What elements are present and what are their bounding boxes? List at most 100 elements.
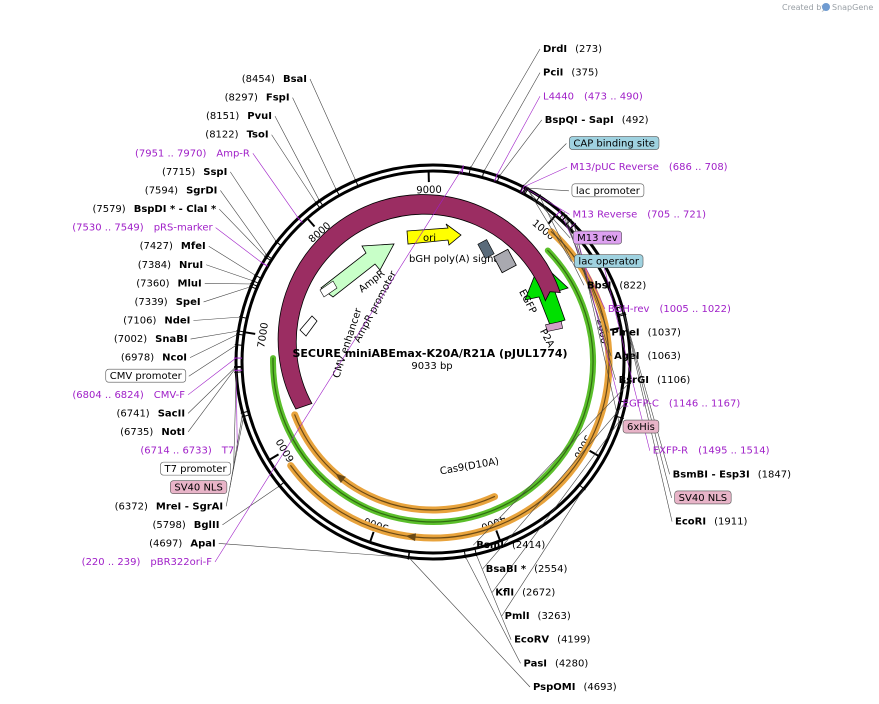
site-position: (7427) [140, 241, 173, 252]
site-tick [274, 240, 282, 247]
site-label[interactable]: BsaI(8454) [242, 74, 307, 85]
site-name: SnaBI [155, 334, 187, 345]
primer-label[interactable]: M13 Reverse(705 .. 721) [573, 209, 707, 220]
site-label[interactable]: BsmBI - Esp3I(1847) [673, 469, 791, 480]
leader-line [203, 286, 252, 303]
box-label[interactable]: T7 promoter [160, 461, 231, 476]
box-label[interactable]: SV40 NLS [674, 490, 732, 505]
site-label[interactable]: SnaBI (7002) [114, 334, 188, 345]
site-label[interactable]: BbsI(822) [587, 280, 646, 291]
feature-p2a[interactable]: P2A [537, 321, 564, 350]
site-label[interactable]: SgrDI (7594) [145, 185, 218, 196]
primer-label[interactable]: EXFP-R(1495 .. 1514) [653, 446, 770, 457]
leader-line [525, 187, 570, 215]
site-label[interactable]: ApaI(4697) [149, 538, 216, 549]
site-tick [241, 414, 250, 418]
feature-box-text: SV40 NLS [679, 493, 728, 504]
primer-name: T7 [221, 446, 234, 457]
box-label[interactable]: lac promoter [571, 183, 645, 198]
site-position: (492) [622, 115, 649, 126]
feature-ampr[interactable]: AmpR AmpR promoter [319, 243, 400, 345]
feature-ori[interactable]: ori [406, 223, 462, 246]
primer-range: (686 .. 708) [669, 162, 728, 173]
site-name: BspQI - SapI [545, 115, 614, 126]
site-position: (7002) [114, 334, 147, 345]
primer-label[interactable]: Amp-R(7951 .. 7970) [135, 148, 250, 159]
primer-label[interactable]: BGH-rev(1005 .. 1022) [608, 304, 731, 315]
site-position: (8122) [205, 130, 238, 141]
site-label[interactable]: EcoRV(4199) [514, 635, 590, 646]
primer-label[interactable]: L4440(473 .. 490) [543, 91, 643, 102]
primer-name: pBR322ori-F [150, 557, 212, 568]
site-name: MluI [178, 278, 202, 289]
site-name: SgrDI [186, 185, 217, 196]
leader-line [222, 485, 280, 526]
primer-label[interactable]: pBR322ori-F(220 .. 239) [82, 557, 213, 568]
site-label[interactable]: FspI(8297) [225, 93, 290, 104]
site-label[interactable]: PmeI(1037) [611, 328, 681, 339]
site-label[interactable]: NotI(6735) [120, 427, 185, 438]
site-tick [616, 415, 624, 419]
site-tick [521, 185, 527, 194]
site-label[interactable]: PasI(4280) [524, 658, 589, 669]
ruler-tick [589, 449, 600, 458]
site-label[interactable]: BsrGI(1106) [619, 375, 691, 386]
leader-line [230, 171, 277, 243]
primer-label[interactable]: pRS-marker(7530 .. 7549) [72, 223, 213, 234]
site-label[interactable]: TsoI(8122) [205, 130, 268, 141]
site-label[interactable]: MreI - SgrAI(6372) [115, 501, 224, 512]
site-label[interactable]: BspDI * - ClaI *(7579) [92, 204, 217, 215]
site-label[interactable]: AgeI(1063) [614, 351, 681, 362]
site-label[interactable]: NcoI(6978) [121, 353, 187, 364]
credit-prefix: Created by [782, 3, 826, 12]
box-label[interactable]: M13 rev [572, 230, 622, 245]
site-label[interactable]: MfeI(7427) [140, 241, 206, 252]
site-label[interactable]: NdeI(7106) [123, 316, 190, 327]
feature-box-text: 6xHis [627, 422, 655, 433]
leader-line [527, 189, 572, 262]
leader-line [473, 383, 630, 546]
leader-line [482, 402, 627, 570]
site-label[interactable]: SacII(6741) [116, 408, 185, 419]
site-label[interactable]: EcoRI(1911) [675, 517, 747, 528]
site-label[interactable]: PmlI(3263) [505, 611, 571, 622]
leader-line [522, 143, 567, 187]
site-label[interactable]: PspOMI(4693) [533, 682, 617, 693]
site-name: PmlI [505, 611, 530, 622]
box-label[interactable]: SV40 NLS [170, 480, 228, 494]
primer-label[interactable]: T7(6714 .. 6733) [140, 446, 234, 457]
leader-line [189, 333, 239, 358]
box-label[interactable]: CMV promoter [105, 368, 187, 383]
site-position: (7594) [145, 185, 178, 196]
site-label[interactable]: BsmI(2414) [476, 540, 545, 551]
feature-box [574, 254, 644, 268]
primer-label[interactable]: M13/pUC Reverse(686 .. 708) [570, 162, 728, 173]
primer-label[interactable]: EGFP-C(1146 .. 1167) [623, 398, 741, 409]
site-label[interactable]: PvuI(8151) [206, 111, 272, 122]
feature-bgh-block[interactable] [477, 239, 517, 274]
site-label[interactable]: SspI(7715) [162, 167, 227, 178]
feature-box-text: CAP binding site [573, 139, 655, 150]
site-label[interactable]: BspQI - SapI (492) [545, 115, 649, 126]
site-label[interactable]: NruI(7384) [138, 260, 203, 271]
feature-cas9[interactable] [277, 194, 561, 410]
feature-cmv-enhancer[interactable]: CMV enhancer [299, 306, 365, 380]
orf-arc-outer-core [290, 231, 610, 539]
leader-line [204, 283, 253, 285]
site-label[interactable]: PciI(375) [543, 68, 598, 79]
site-label[interactable]: SpeI(7339) [134, 297, 200, 308]
box-label[interactable]: CAP binding site [569, 136, 660, 150]
site-label[interactable]: DrdI(273) [543, 44, 602, 55]
box-label[interactable]: 6xHis [622, 419, 660, 434]
site-label[interactable]: BglII(5798) [153, 520, 220, 531]
primer-range: (705 .. 721) [647, 209, 706, 220]
site-name: FspI [266, 93, 290, 104]
primer-label[interactable]: CMV-F(6804 .. 6824) [72, 390, 185, 401]
site-label[interactable]: KflI(2672) [495, 587, 555, 598]
box-label[interactable]: lac operator [574, 254, 644, 268]
feature-box-text: T7 promoter [164, 464, 228, 475]
feature-bgh-label: bGH poly(A) signal [409, 254, 502, 265]
site-label[interactable]: BsaBI *(2554) [486, 564, 568, 575]
site-label[interactable]: MluI(7360) [136, 278, 201, 289]
site-position: (2672) [522, 587, 555, 598]
